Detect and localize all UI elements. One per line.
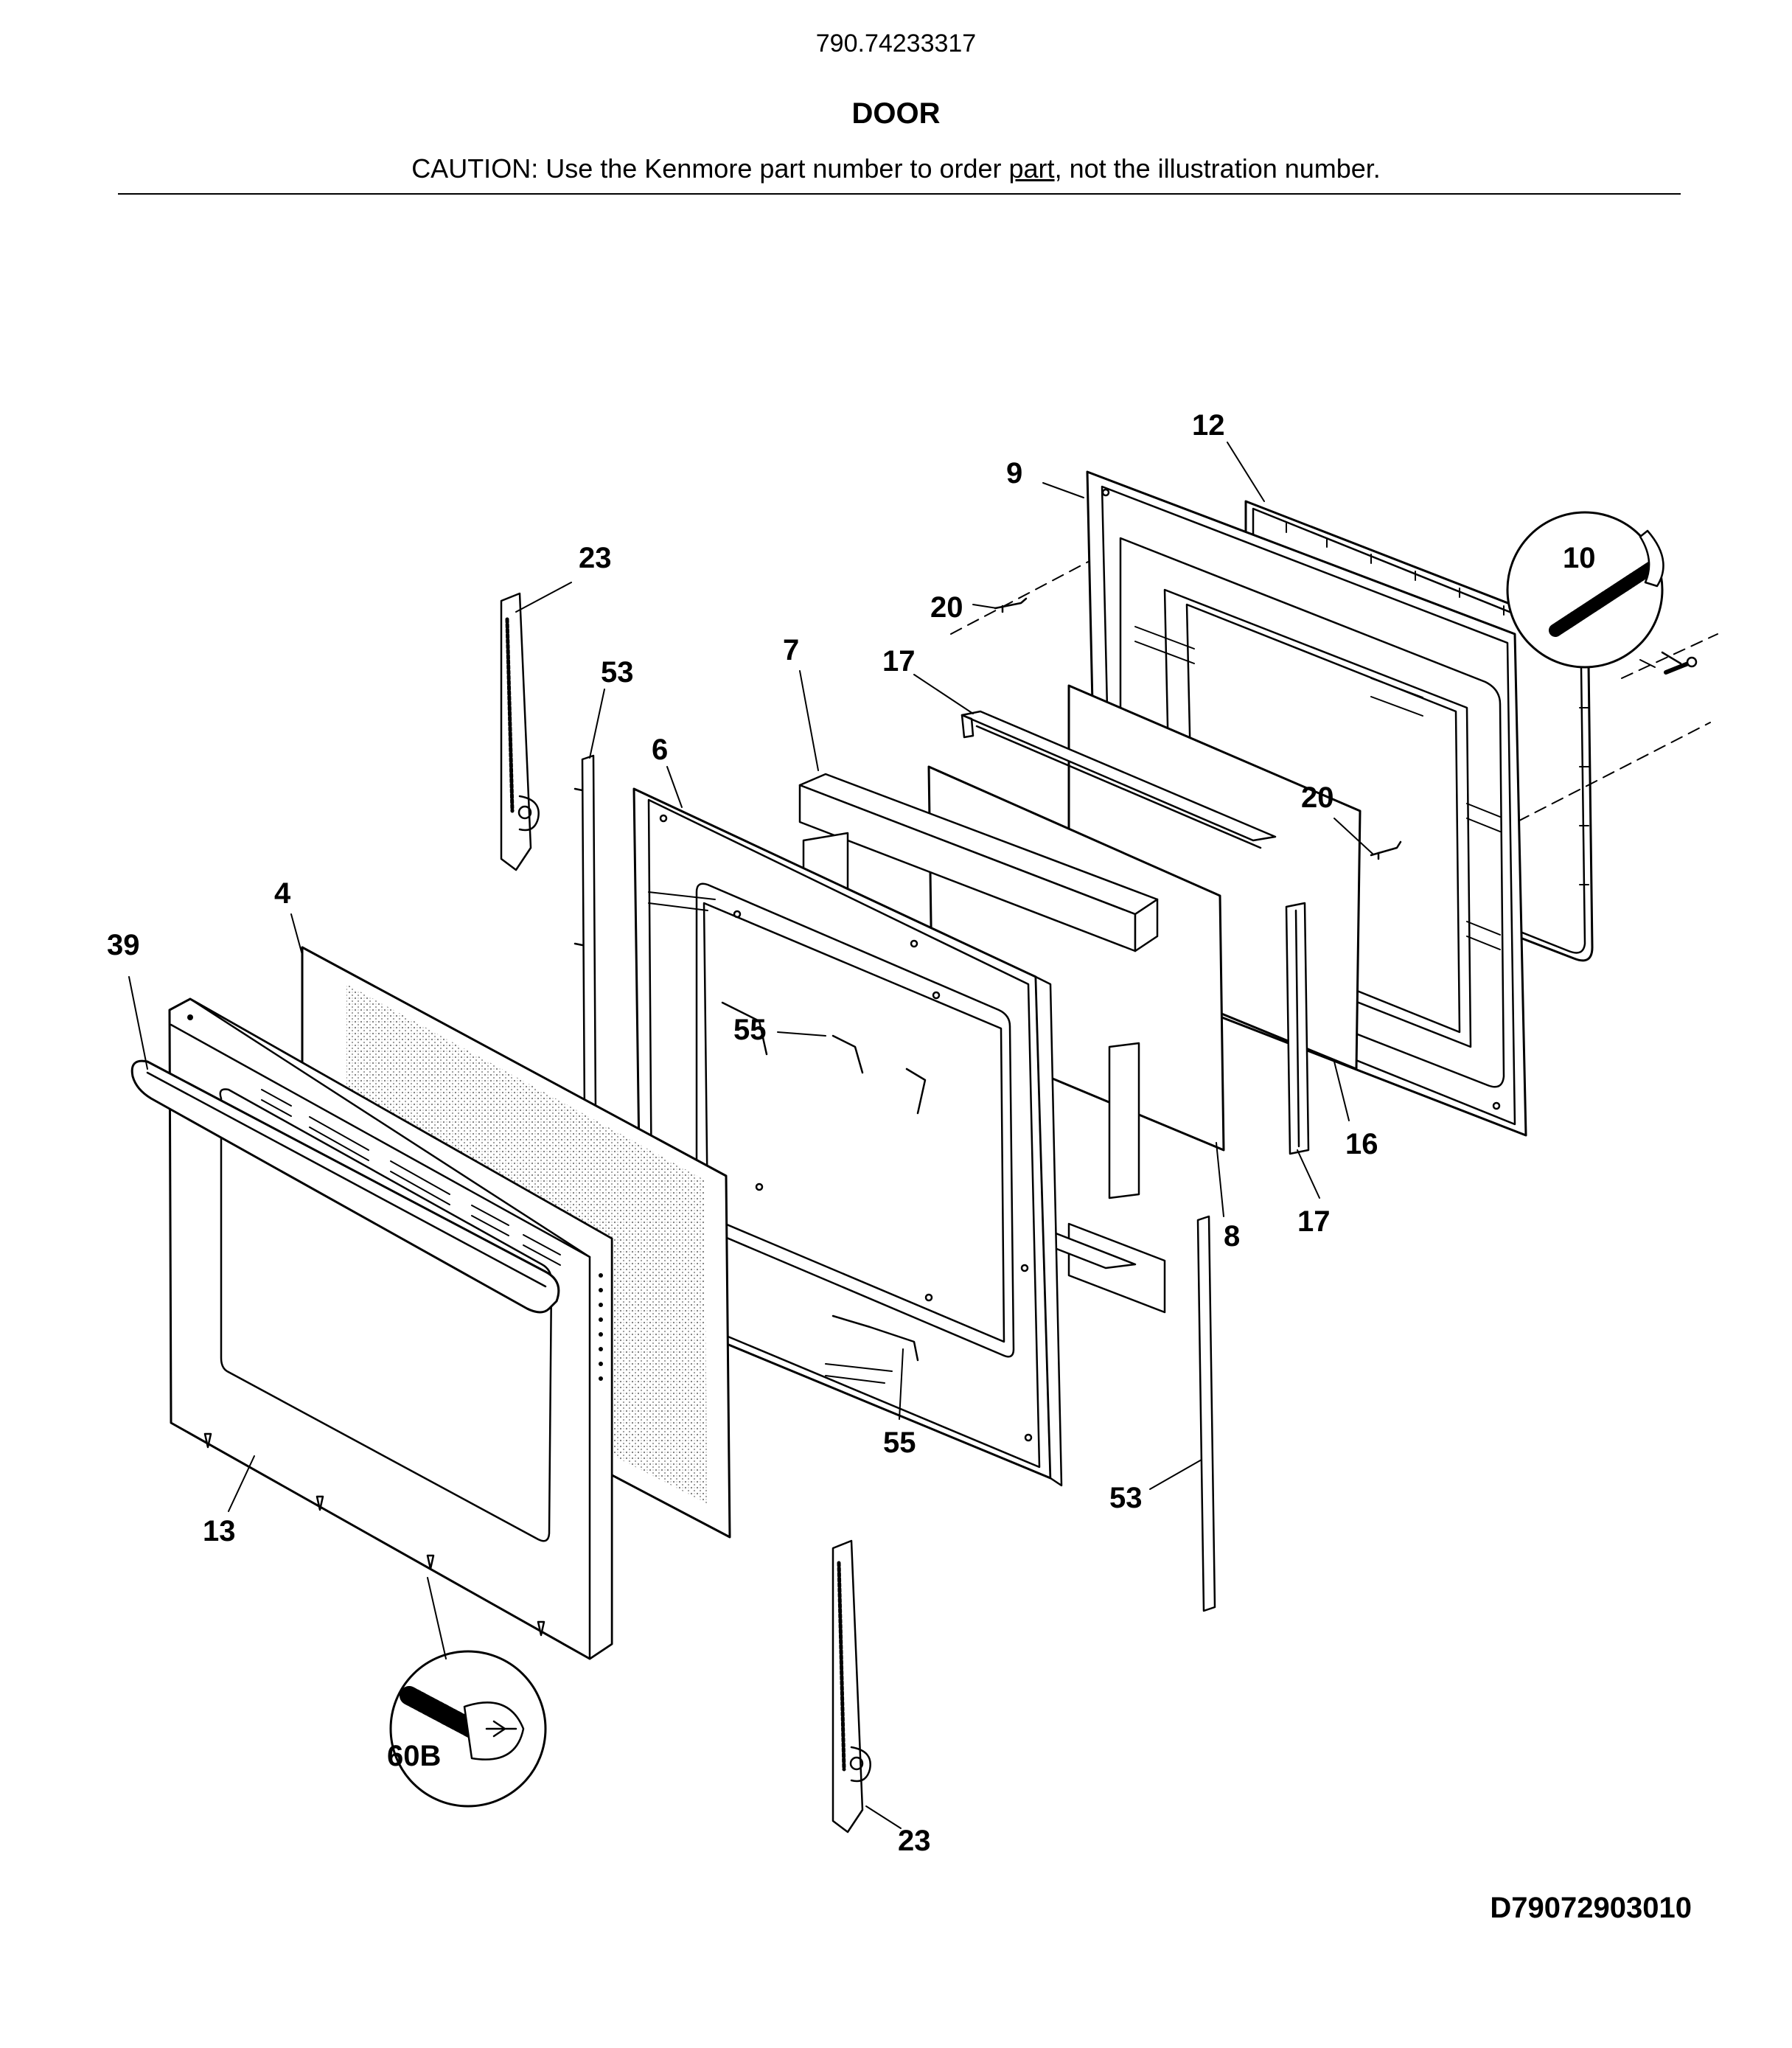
callout-leaders xyxy=(128,442,1656,1829)
callout-9: 9 xyxy=(1006,457,1022,490)
callout-7: 7 xyxy=(783,634,799,666)
part-door-handle xyxy=(130,1059,560,1314)
caution-underlined-word: part xyxy=(1008,153,1055,184)
caution-note: CAUTION: Use the Kenmore part number to … xyxy=(0,153,1792,184)
callout-16: 16 xyxy=(1345,1128,1378,1160)
callout-60b: 60B xyxy=(387,1740,441,1772)
callout-23-bottom: 23 xyxy=(898,1825,931,1857)
callout-20-top: 20 xyxy=(930,591,963,624)
callout-53-top: 53 xyxy=(601,656,634,689)
part-pin-top xyxy=(994,597,1028,613)
callout-20-mid: 20 xyxy=(1301,781,1334,814)
part-door-screws xyxy=(203,1432,545,1637)
drawing-code: D79072903010 xyxy=(1490,1892,1692,1924)
caution-text-end: , not the illustration number. xyxy=(1054,153,1381,184)
part-screw-detail-bubble xyxy=(1506,511,1698,675)
part-side-trim-right xyxy=(1196,1215,1216,1612)
part-glass-retainer-bottom xyxy=(1285,902,1310,1155)
callout-39: 39 xyxy=(107,929,140,961)
callout-6: 6 xyxy=(652,734,668,766)
callout-12: 12 xyxy=(1192,409,1225,442)
part-side-trim-left xyxy=(573,754,597,1118)
callout-55-top: 55 xyxy=(733,1014,767,1046)
callout-8: 8 xyxy=(1224,1220,1240,1253)
part-hinge-top xyxy=(500,592,540,871)
part-hinge-bottom xyxy=(831,1539,871,1833)
part-hinge-receiver-bottom xyxy=(831,1314,919,1362)
part-hinge-receiver-top xyxy=(721,1001,927,1115)
caution-text-start: CAUTION: Use the Kenmore part number to … xyxy=(411,153,1009,184)
callout-23-top: 23 xyxy=(579,542,612,574)
callout-13: 13 xyxy=(203,1515,236,1547)
callout-53-bottom: 53 xyxy=(1109,1482,1143,1514)
callout-10: 10 xyxy=(1563,542,1596,574)
model-number: 790.74233317 xyxy=(815,29,977,58)
part-screw-60b-detail-bubble xyxy=(389,1650,547,1808)
header-divider xyxy=(118,193,1681,195)
callout-55-bottom: 55 xyxy=(883,1427,916,1459)
section-title: DOOR xyxy=(851,97,941,130)
part-glass-retainer-top xyxy=(961,710,1277,849)
callout-17-top: 17 xyxy=(882,645,916,678)
part-pin-mid xyxy=(1370,840,1402,860)
callout-4: 4 xyxy=(274,877,291,910)
callout-17-bottom: 17 xyxy=(1297,1205,1331,1238)
